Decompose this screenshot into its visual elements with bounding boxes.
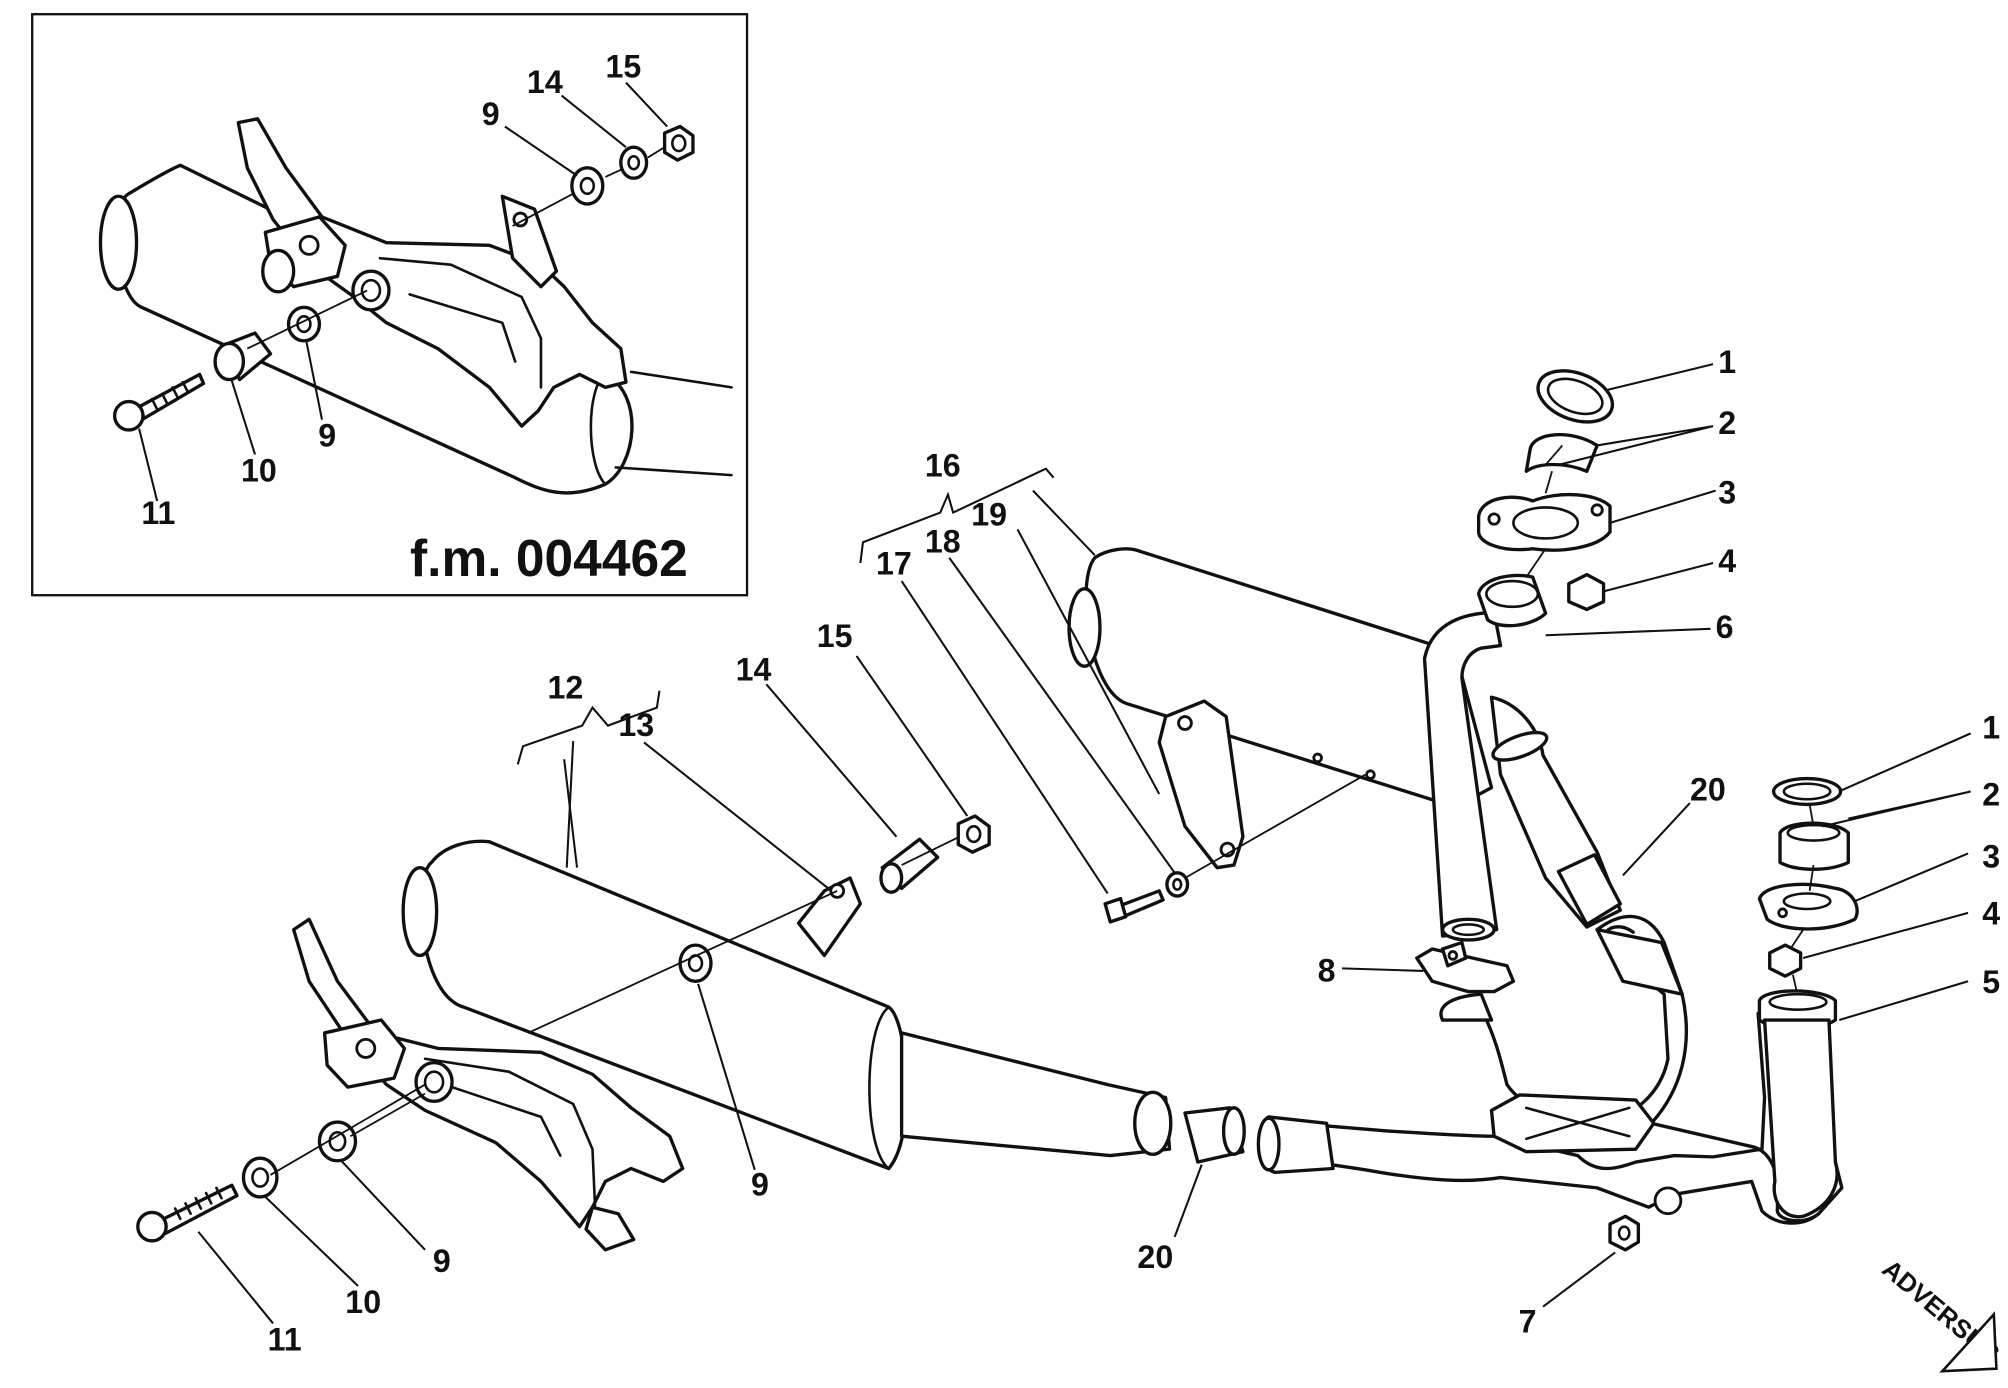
inset-label-14: 14	[527, 64, 563, 100]
label-2-right: 2	[1982, 777, 2000, 813]
label-13: 13	[618, 707, 654, 743]
label-5: 5	[1982, 964, 2000, 1000]
label-7: 7	[1519, 1303, 1537, 1339]
inset-grommet-9a	[286, 305, 322, 343]
direction-arrow-icon	[1939, 1311, 1998, 1373]
inset-label-10: 10	[241, 453, 277, 489]
label-20-upper: 20	[1690, 771, 1726, 807]
lower-footrest-bracket	[291, 917, 685, 1252]
inset-label-15: 15	[605, 48, 641, 84]
spacer-14	[879, 837, 940, 894]
label-8: 8	[1318, 952, 1336, 988]
label-20-lower: 20	[1137, 1239, 1173, 1275]
label-3-upper: 3	[1718, 475, 1736, 511]
nut-15	[956, 814, 991, 854]
inset-bolt-11	[112, 372, 206, 432]
bolt-11	[136, 1183, 239, 1243]
washer-18	[1165, 871, 1190, 898]
spacer-10	[241, 1156, 279, 1199]
ring-6-upper	[1476, 573, 1548, 628]
clamp-8	[1415, 940, 1516, 994]
cone-20-lower	[1183, 1106, 1246, 1164]
upper-muffler	[1067, 547, 1494, 870]
half-rings-2-upper	[1524, 433, 1599, 473]
flange-3-upper	[1476, 492, 1612, 552]
label-14: 14	[736, 651, 772, 687]
figure-reference: f.m. 004462	[410, 529, 688, 587]
label-4-right: 4	[1982, 895, 2000, 931]
inset-grommet-9b	[570, 166, 605, 206]
nut-4-upper	[1567, 572, 1606, 612]
inset-detail: 11 10 9 9 14 15 f.m. 004462	[31, 13, 749, 597]
inset-label-11: 11	[141, 495, 175, 531]
label-1-upper: 1	[1718, 344, 1736, 380]
inset-spacer-10	[213, 331, 273, 382]
label-9-lower: 9	[433, 1243, 451, 1279]
inset-label-9a: 9	[318, 418, 336, 454]
label-3-right: 3	[1982, 839, 2000, 875]
inset-nut-15	[662, 124, 695, 162]
flange-3-right	[1757, 882, 1859, 931]
lower-muffler	[401, 839, 1173, 1171]
y-collector-pipe	[1256, 914, 1844, 1225]
vertical-head-pipe	[1422, 610, 1503, 942]
label-17: 17	[876, 546, 912, 582]
bolt-17	[1103, 889, 1165, 924]
label-1-right: 1	[1982, 710, 2000, 746]
inset-label-9b: 9	[482, 96, 500, 132]
label-9-middle: 9	[751, 1167, 769, 1203]
inset-footrest-bracket	[236, 117, 628, 428]
ring-5-right	[1757, 989, 1839, 1219]
plug-7	[1608, 1214, 1641, 1252]
label-19: 19	[971, 496, 1007, 532]
upper-tailpipe	[1489, 695, 1622, 929]
label-10: 10	[345, 1284, 381, 1320]
gasket-1-upper	[1536, 369, 1615, 424]
label-6: 6	[1716, 609, 1734, 645]
gasket-1-right	[1771, 776, 1843, 807]
label-15: 15	[817, 618, 853, 654]
inset-washer-14	[619, 145, 649, 180]
label-16: 16	[925, 447, 961, 483]
label-2-upper: 2	[1718, 405, 1736, 441]
half-rings-2-right	[1778, 821, 1850, 871]
nut-4-right	[1768, 943, 1803, 978]
label-11: 11	[268, 1322, 302, 1358]
label-18: 18	[925, 524, 961, 560]
brand-mark: ADVERSUS	[1877, 1255, 2004, 1373]
label-4-upper: 4	[1718, 543, 1736, 579]
label-12: 12	[548, 669, 584, 705]
grommet-9-lower	[317, 1120, 358, 1163]
inset-muffler	[98, 163, 733, 495]
